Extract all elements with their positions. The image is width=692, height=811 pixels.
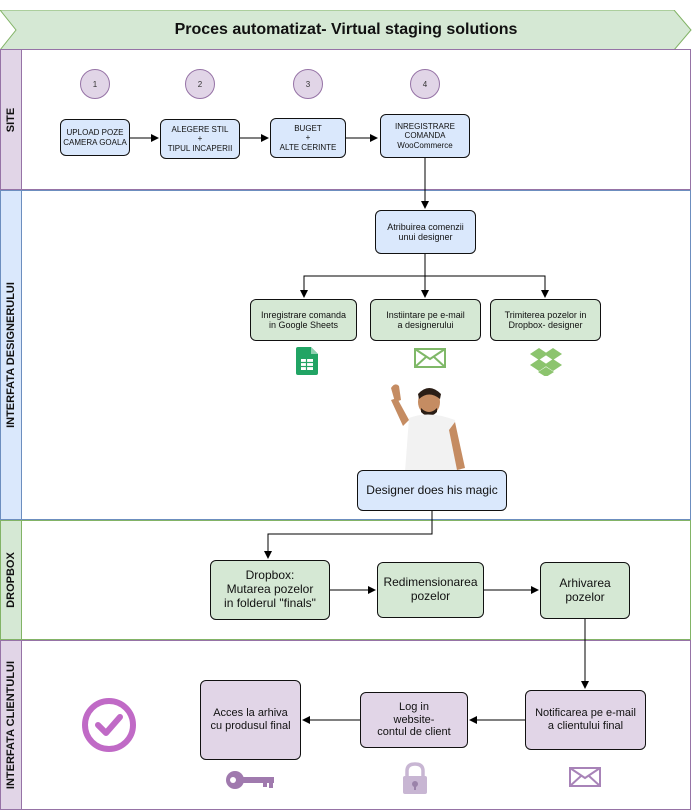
- node-mutare-pozelor: Dropbox: Mutarea pozelor in folderul "fi…: [210, 560, 330, 620]
- node-alegere-stil: ALEGERE STIL + TIPUL INCAPERII: [160, 119, 240, 159]
- node-designer-magic: Designer does his magic: [357, 470, 507, 511]
- header-banner: [0, 10, 692, 50]
- node-notificare-client: Notificarea pe e-mail a clientului final: [525, 690, 646, 750]
- node-google-sheets: Inregistrare comanda in Google Sheets: [250, 299, 357, 341]
- google-sheets-icon: [296, 347, 318, 375]
- node-buget: BUGET + ALTE CERINTE: [270, 118, 346, 158]
- diagram-title: Proces automatizat- Virtual staging solu…: [174, 21, 518, 38]
- node-email-designer: Instiintare pe e-mail a designerului: [370, 299, 481, 341]
- node-upload-poze: UPLOAD POZE CAMERA GOALA: [60, 119, 130, 156]
- step-marker-2: 2: [185, 69, 215, 99]
- step-marker-1: 1: [80, 69, 110, 99]
- lock-icon: [403, 762, 427, 794]
- node-log-in: Log in website- contul de client: [360, 692, 468, 748]
- lane-site-label: SITE: [0, 49, 22, 190]
- dropbox-icon: [530, 348, 562, 376]
- node-redimensionare: Redimensionarea pozelor: [377, 562, 484, 618]
- step-marker-4: 4: [410, 69, 440, 99]
- node-atribuire: Atribuirea comenzii unui designer: [375, 210, 476, 254]
- lane-client-label: INTERFATA CLIENTULUI: [0, 640, 22, 810]
- envelope-icon: [414, 348, 446, 368]
- node-arhivare: Arhivarea pozelor: [540, 562, 630, 619]
- node-acces-arhiva: Acces la arhiva cu produsul final: [200, 680, 301, 760]
- node-inregistrare-comanda: INREGISTRARE COMANDA WooCommerce: [380, 114, 470, 158]
- key-icon: [226, 771, 274, 789]
- step-marker-3: 3: [293, 69, 323, 99]
- node-trimitere-dropbox: Trimiterea pozelor in Dropbox- designer: [490, 299, 601, 341]
- designer-photo: [391, 384, 465, 472]
- lane-dropbox-label: DROPBOX: [0, 520, 22, 640]
- lane-designer-label: INTERFATA DESIGNERULUI: [0, 190, 22, 520]
- check-circle-icon: [82, 698, 136, 752]
- envelope-icon: [569, 767, 601, 787]
